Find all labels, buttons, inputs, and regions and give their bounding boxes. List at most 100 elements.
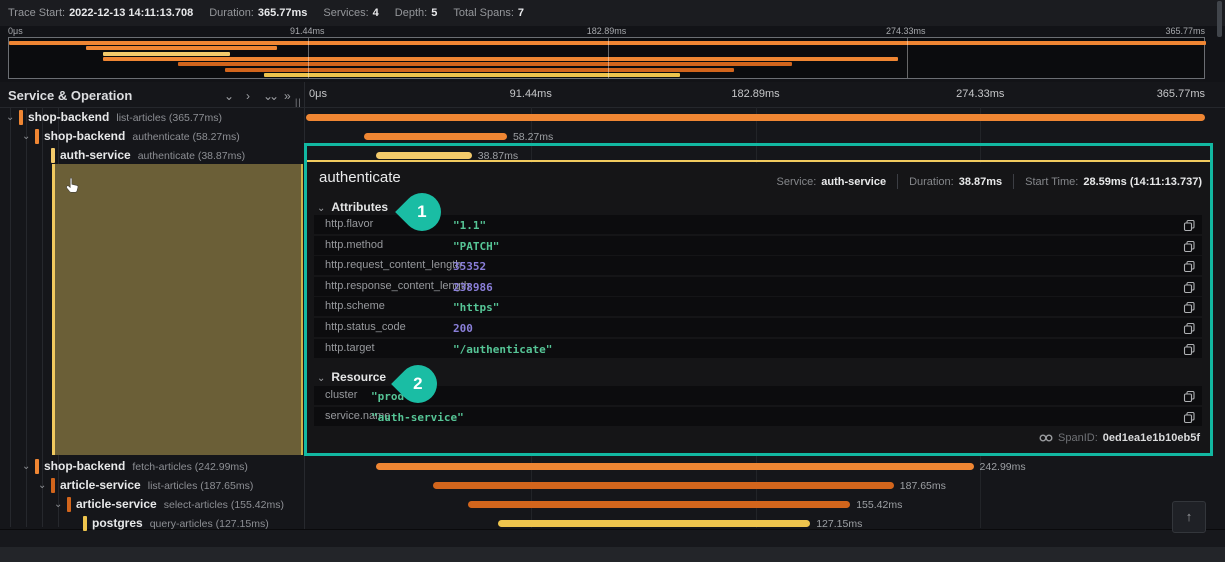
chevron-down-icon[interactable]: ⌄	[54, 499, 63, 510]
tree-guide-line	[42, 108, 43, 527]
waterfall-span-bar[interactable]	[376, 152, 472, 159]
chevron-down-icon[interactable]: ⌄	[22, 131, 31, 142]
trace-stat-label: Depth:	[394, 7, 428, 19]
trace-stat-value: 2022-12-13 14:11:13.708	[69, 7, 194, 19]
minimap-span-bar	[85, 46, 277, 51]
span-id-value: 0ed1ea1e1b10eb5f	[1102, 432, 1200, 444]
attribute-key: http.method	[325, 238, 384, 251]
timeline-tick-label: 365.77ms	[1156, 88, 1205, 100]
span-duration-label: 58.27ms	[512, 131, 554, 143]
span-duration-label: 38.87ms	[477, 150, 519, 162]
copy-icon[interactable]	[1183, 321, 1196, 335]
attribute-row: service.name"auth-service"	[314, 406, 1202, 426]
footer-band-dark	[0, 530, 1225, 547]
attribute-value: "/authenticate"	[453, 342, 553, 356]
minimap-gridline	[607, 38, 609, 78]
trace-stat-value: 5	[431, 7, 438, 19]
copy-icon[interactable]	[1183, 389, 1196, 403]
attribute-value: 35352	[453, 260, 487, 274]
copy-icon[interactable]	[1183, 300, 1196, 314]
section-title: Attributes	[331, 200, 389, 214]
scroll-to-top-button[interactable]: ↑	[1172, 501, 1206, 533]
attribute-value: 200	[453, 322, 473, 335]
waterfall-span-bar[interactable]	[363, 133, 507, 140]
copy-icon[interactable]	[1183, 259, 1196, 273]
timeline-tick-label: 182.89ms	[731, 88, 780, 100]
copy-icon[interactable]	[1183, 410, 1196, 423]
copy-icon[interactable]	[1183, 239, 1196, 252]
service-color-bar	[51, 148, 55, 163]
chevron-down-icon: ⌄	[317, 203, 326, 214]
service-color-bar	[83, 516, 87, 531]
trace-stat-value: 365.77ms	[257, 7, 308, 19]
tree-operation-label: authenticate (58.27ms)	[132, 131, 240, 143]
minimap-span-bar	[102, 51, 230, 56]
panel-divider[interactable]	[304, 82, 305, 529]
copy-icon[interactable]	[1183, 342, 1196, 355]
panel-resize-handle[interactable]: ||	[295, 97, 302, 107]
attribute-row: http.flavor"1.1"	[314, 215, 1202, 234]
attribute-row: cluster"prod"	[314, 386, 1202, 405]
chevron-down-icon[interactable]: ⌄	[224, 89, 235, 103]
minimap-gridline	[308, 38, 310, 78]
double-chevron-right-icon[interactable]: »	[284, 89, 291, 103]
service-color-bar	[51, 478, 55, 493]
vertical-scrollbar[interactable]	[1217, 1, 1222, 37]
copy-icon[interactable]	[1183, 280, 1196, 293]
waterfall-span-bar[interactable]	[497, 520, 811, 527]
chevron-down-icon[interactable]: ⌄	[22, 461, 31, 472]
service-color-bar	[19, 110, 23, 125]
attribute-key: http.flavor	[325, 218, 374, 230]
timeline-tick-label: 274.33ms	[956, 88, 1005, 100]
waterfall-span-bar[interactable]	[376, 463, 974, 470]
section-header-resource[interactable]: ⌄Resource	[317, 370, 386, 384]
trace-stat: Services:4	[323, 7, 378, 19]
footer-band-light	[0, 547, 1225, 562]
chevron-down-icon[interactable]: ⌄	[38, 480, 47, 491]
selected-span-divider	[307, 160, 1210, 162]
hand-cursor-icon	[66, 177, 79, 193]
attribute-key: http.status_code	[325, 321, 406, 333]
trace-stat-label: Trace Start:	[8, 7, 66, 19]
service-color-bar	[67, 497, 71, 512]
span-id-label: SpanID:	[1058, 432, 1098, 444]
section-header-attributes[interactable]: ⌄ Attributes	[317, 200, 388, 214]
minimap-brush[interactable]	[8, 37, 1206, 79]
meta-label: Service:	[776, 175, 817, 188]
trace-stat: Total Spans:7	[453, 7, 524, 19]
chevron-down-icon[interactable]: ⌄	[6, 112, 15, 123]
attribute-key: http.scheme	[325, 300, 385, 313]
meta-value: 28.59ms (14:11:13.737)	[1083, 175, 1202, 188]
meta-label: Start Time:	[1025, 175, 1079, 188]
double-chevron-down-icon[interactable]: ⌄⌄	[263, 89, 279, 103]
copy-icon[interactable]	[1183, 218, 1196, 232]
link-icon[interactable]	[1039, 433, 1053, 443]
trace-stat-label: Services:	[323, 7, 369, 19]
tree-operation-label: authenticate (38.87ms)	[137, 150, 246, 162]
attribute-row: http.response_content_length238986	[314, 276, 1202, 296]
timeline-tick-label: 91.44ms	[509, 88, 552, 100]
span-duration-label: 187.65ms	[899, 480, 946, 492]
span-duration-label: 127.15ms	[816, 518, 863, 530]
meta-label: Duration:	[909, 175, 954, 188]
waterfall-span-bar[interactable]	[306, 114, 1205, 121]
tree-guide-line	[10, 108, 11, 527]
selected-row-highlight	[52, 164, 303, 455]
chevron-right-icon[interactable]: ›	[246, 89, 250, 103]
waterfall-span-bar[interactable]	[432, 482, 894, 489]
minimap-span-bar	[177, 62, 792, 67]
waterfall-span-bar[interactable]	[468, 501, 851, 508]
trace-stat-value: 4	[372, 7, 379, 19]
trace-stat-label: Total Spans:	[453, 7, 514, 19]
